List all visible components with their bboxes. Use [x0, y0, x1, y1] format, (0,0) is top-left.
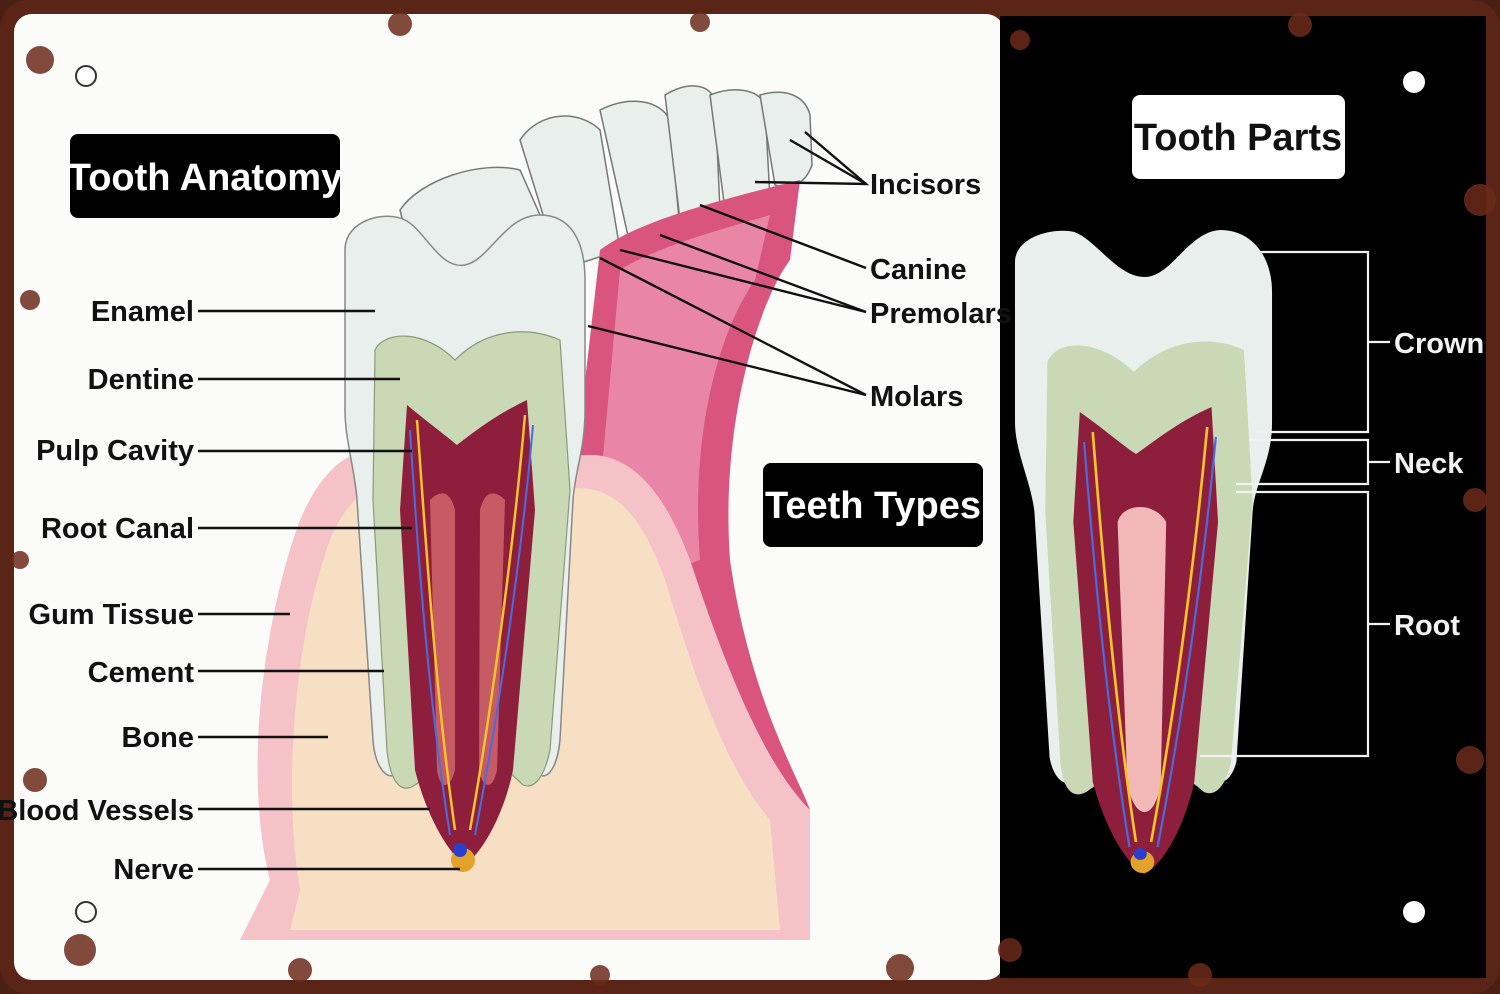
parts-tooth: [1015, 230, 1273, 874]
label-neck: Neck: [1394, 448, 1464, 480]
nerve-line: [415, 414, 527, 831]
rust-speckles: [11, 12, 1496, 987]
teeth-types-title-box: [763, 463, 983, 547]
label-blood-vessels: Blood Vessels: [0, 795, 194, 827]
teeth-types-title: Teeth Types: [765, 485, 981, 527]
tooth-anatomy-title: Tooth Anatomy: [68, 157, 342, 199]
tooth-parts-title-box: [1132, 95, 1345, 179]
label-premolars: Premolars: [870, 298, 1012, 330]
label-incisors: Incisors: [870, 169, 981, 201]
label-gum-tissue: Gum Tissue: [29, 599, 194, 631]
label-pulp-cavity: Pulp Cavity: [36, 435, 194, 467]
label-nerve: Nerve: [113, 854, 194, 886]
vessel-line: [409, 424, 534, 836]
label-root-canal: Root Canal: [41, 513, 194, 545]
label-crown: Crown: [1394, 328, 1484, 360]
anatomy-labels: Enamel Dentine Pulp Cavity Root Canal Gu…: [0, 296, 460, 886]
screw-hole-bl: [75, 901, 97, 923]
screw-hole-br: [1403, 901, 1425, 923]
parts-pulp-inner: [1117, 507, 1167, 812]
back-teeth: [399, 85, 813, 291]
label-canine: Canine: [870, 254, 967, 286]
label-bone: Bone: [122, 722, 195, 754]
tooth-parts-title: Tooth Parts: [1134, 117, 1342, 159]
types-labels: Incisors Canine Premolars Molars: [587, 131, 1012, 413]
tooth-anatomy-title-box: [70, 134, 340, 218]
anatomy-diagram: [240, 85, 813, 940]
parts-brackets: [1200, 250, 1390, 758]
label-enamel: Enamel: [91, 296, 194, 328]
label-molars: Molars: [870, 381, 963, 413]
screw-hole-tr: [1403, 71, 1425, 93]
label-root: Root: [1394, 610, 1460, 642]
label-cement: Cement: [88, 657, 195, 689]
label-dentine: Dentine: [88, 364, 194, 396]
screw-hole-tl: [75, 65, 97, 87]
molar-pulp-inner: [430, 493, 505, 785]
